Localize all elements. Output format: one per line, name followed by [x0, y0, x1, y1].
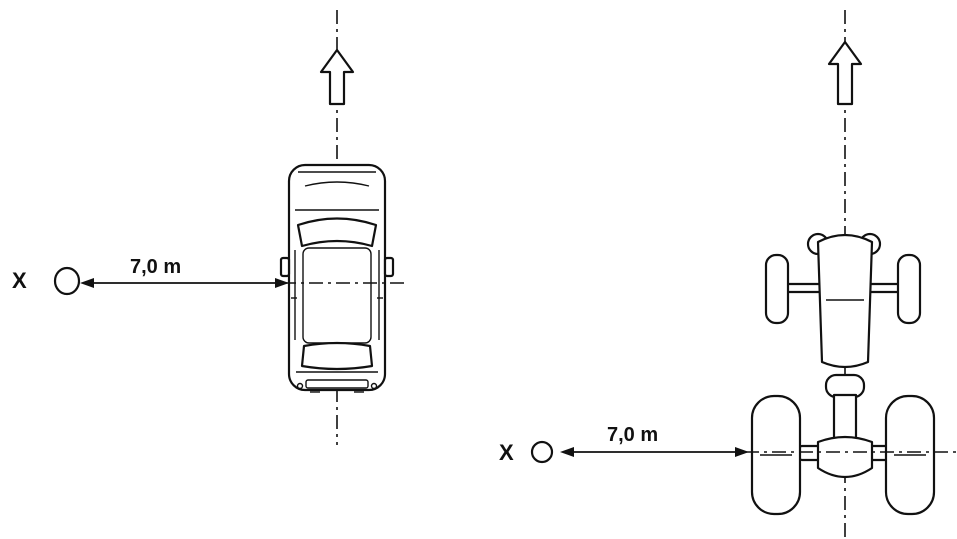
- tractor-panel: [530, 10, 957, 539]
- tractor-point-label: X: [499, 440, 514, 465]
- car-distance-arrowhead-left-icon: [80, 278, 94, 288]
- tractor-outline: [750, 232, 936, 516]
- car-panel: [53, 10, 405, 445]
- tractor-measurement-point-icon: [530, 440, 554, 464]
- car-distance-label: 7,0 m: [130, 256, 182, 278]
- tractor-distance-arrowhead-right-icon: [735, 447, 749, 457]
- car-distance-arrowhead-right-icon: [275, 278, 289, 288]
- tractor-distance-arrowhead-left-icon: [560, 447, 574, 457]
- car-direction-arrow-icon: [319, 48, 355, 106]
- car-outline: [279, 163, 395, 393]
- car-point-label: X: [12, 268, 27, 293]
- tractor-distance-label: 7,0 m: [607, 424, 659, 446]
- car-measurement-point-icon: [53, 266, 81, 296]
- tractor-direction-arrow-icon: [827, 40, 863, 106]
